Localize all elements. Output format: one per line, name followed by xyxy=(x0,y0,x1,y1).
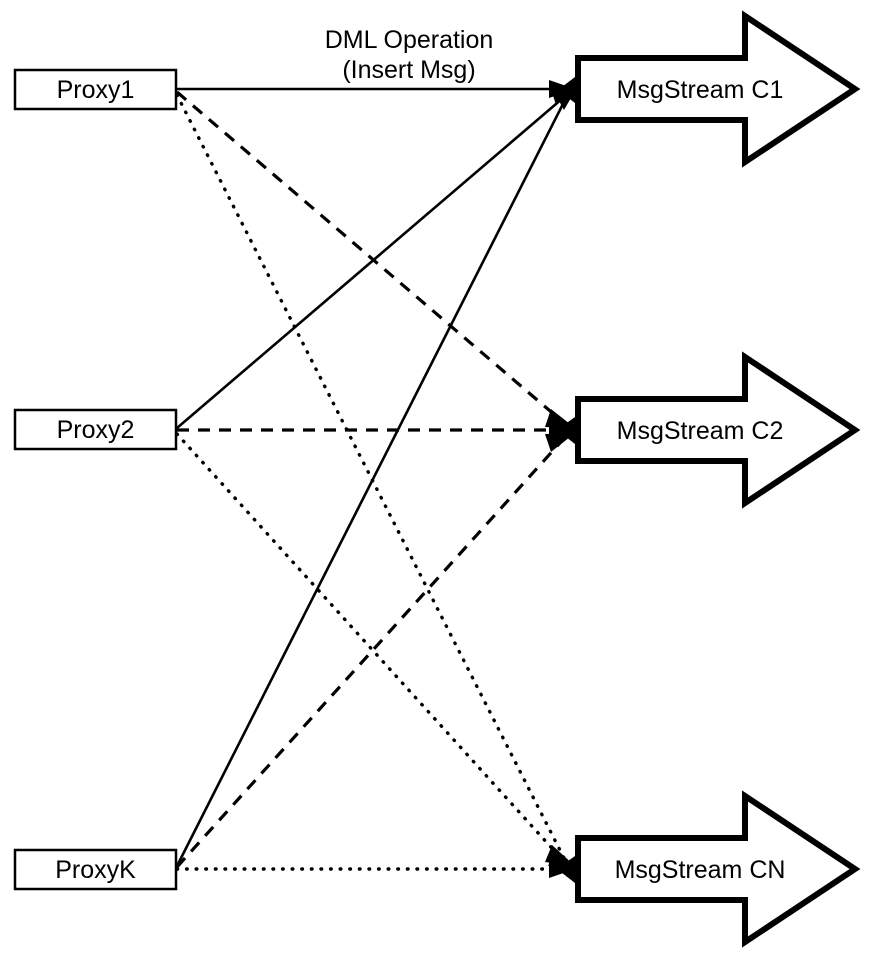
node-msgstream-cn-arrow-shape[interactable] xyxy=(575,790,861,948)
node-msgstream-cn[interactable]: MsgStream CN xyxy=(575,790,861,948)
node-proxy2-rect[interactable] xyxy=(13,408,178,451)
edge-proxyk-to-msgstream-c2 xyxy=(175,432,570,869)
annotation-dml-operation-line1: DML Operation xyxy=(325,26,494,54)
node-msgstream-cn-label: MsgStream CN xyxy=(615,856,786,884)
node-msgstream-c2-label: MsgStream C2 xyxy=(617,417,784,445)
node-msgstream-c2[interactable]: MsgStream C2 xyxy=(575,351,861,509)
node-proxyk-label: ProxyK xyxy=(55,856,136,884)
node-proxyk-rect[interactable] xyxy=(13,848,178,891)
edge-proxyk-to-msgstream-c1 xyxy=(175,93,570,867)
edge-proxy2-to-msgstream-c1 xyxy=(176,91,571,429)
node-msgstream-c2-arrow-shape[interactable] xyxy=(575,351,861,509)
arrowhead-cluster-msgstream-c2 xyxy=(545,409,575,452)
node-proxy2[interactable]: Proxy2 xyxy=(13,408,178,451)
arrowhead-cluster-msgstream-cn xyxy=(545,845,575,883)
node-proxy1-label: Proxy1 xyxy=(57,76,135,104)
arrowhead-merge-c2 xyxy=(557,417,575,444)
node-proxy1[interactable]: Proxy1 xyxy=(13,68,178,111)
node-proxy1-rect[interactable] xyxy=(13,68,178,111)
annotation-dml-operation-line2: (Insert Msg) xyxy=(342,56,475,84)
node-proxy2-label: Proxy2 xyxy=(57,416,135,444)
node-msgstream-c1[interactable]: MsgStream C1 xyxy=(575,10,861,168)
node-msgstream-c1-arrow-shape[interactable] xyxy=(575,10,861,168)
arrowhead-cluster-msgstream-c1 xyxy=(549,77,575,110)
annotation-dml-operation: DML Operation (Insert Msg) xyxy=(325,26,494,84)
node-proxyk[interactable]: ProxyK xyxy=(13,848,178,891)
arrowhead-merge-c1 xyxy=(558,77,575,103)
node-msgstream-c1-label: MsgStream C1 xyxy=(617,76,784,104)
edge-group-proxyk xyxy=(175,93,574,871)
edge-proxy2-to-msgstream-cn xyxy=(175,432,570,868)
edge-group-proxy2 xyxy=(175,91,572,868)
arrowhead-merge-cn xyxy=(557,856,575,883)
